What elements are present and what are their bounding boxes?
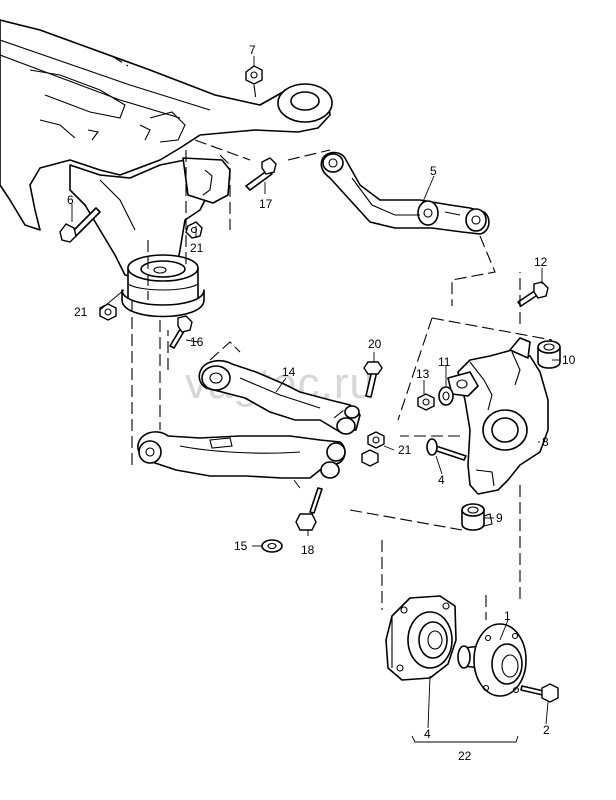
callout-20: 20	[368, 337, 382, 351]
callout-17: 17	[259, 197, 273, 211]
callout-1: 1	[504, 609, 511, 623]
upper-transverse-link-icon	[320, 151, 490, 235]
group-bracket	[411, 735, 519, 743]
callout-labels: 7 6 17 5 21 21 16 12 10 20 14 11 13 8 21…	[67, 43, 576, 763]
callout-21-left: 21	[74, 305, 88, 319]
bushing-icon	[537, 340, 561, 369]
bushing-lower-icon	[461, 503, 493, 531]
subframe-bushing-icon	[121, 254, 205, 318]
bolt-4-icon	[426, 438, 467, 461]
nut-13-icon	[417, 393, 435, 411]
callout-2: 2	[543, 723, 550, 737]
callout-21-right: 21	[398, 443, 412, 457]
callout-8: 8	[542, 435, 549, 449]
callout-7: 7	[249, 43, 256, 57]
callout-16: 16	[190, 335, 204, 349]
bolt-17-icon	[245, 157, 277, 191]
bolt-20-icon	[363, 361, 383, 398]
callout-6: 6	[67, 193, 74, 207]
callout-12: 12	[534, 255, 548, 269]
nut-7-icon	[245, 65, 263, 85]
callout-9: 9	[496, 511, 503, 525]
bolt-12-icon	[517, 281, 549, 307]
callout-5: 5	[430, 164, 437, 178]
nut-21-right-icon	[361, 431, 385, 467]
callout-4-lower: 4	[424, 727, 431, 741]
bolt-2-icon	[520, 683, 559, 703]
washer-11-icon	[438, 386, 454, 406]
lower-wishbone-icon	[137, 431, 346, 479]
assembly-lines	[111, 55, 553, 620]
callout-4-upper: 4	[438, 473, 445, 487]
callout-10: 10	[562, 353, 576, 367]
callout-13: 13	[416, 367, 430, 381]
nut-21-top-icon	[185, 221, 203, 239]
callout-21-top: 21	[190, 241, 204, 255]
bolt-6-icon	[59, 207, 101, 243]
bolt-18-icon	[295, 487, 323, 531]
callout-14: 14	[282, 365, 296, 379]
callout-15: 15	[234, 539, 248, 553]
bolt-16-icon	[169, 315, 193, 349]
wheel-hub-icon	[457, 623, 527, 697]
wheel-bearing-housing-icon	[447, 337, 549, 495]
leader-lines	[71, 56, 560, 729]
callout-18: 18	[301, 543, 315, 557]
callout-11: 11	[438, 355, 451, 369]
wheel-bearing-unit-icon	[385, 595, 457, 681]
lower-arm-upper-icon	[198, 359, 361, 435]
washer-15-icon	[261, 539, 283, 553]
subframe-crossmember-icon	[0, 19, 333, 281]
callout-22: 22	[458, 749, 472, 763]
nut-21-left-icon	[99, 303, 117, 321]
